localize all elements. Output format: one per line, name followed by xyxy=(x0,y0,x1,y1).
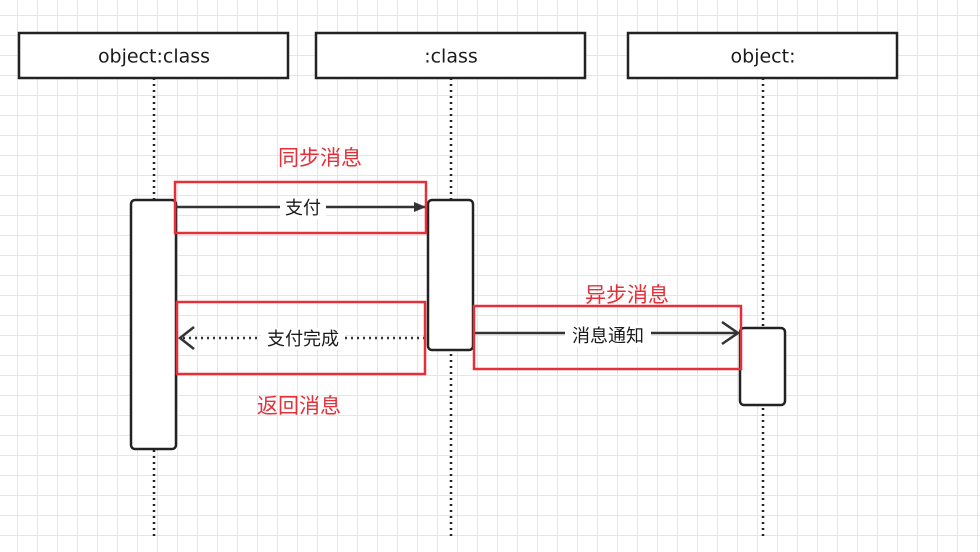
async-highlight-box xyxy=(472,304,743,371)
sync-highlight-box xyxy=(173,180,428,235)
sync-label-bg xyxy=(280,197,326,219)
participant-label: :class xyxy=(424,46,478,68)
participant-label: object:class xyxy=(98,46,210,68)
return-label-bg xyxy=(261,328,345,350)
return-arrowhead xyxy=(177,326,195,350)
participant-class[interactable]: :class xyxy=(314,31,587,80)
async-arrowhead xyxy=(721,320,741,346)
return-message-label: 支付完成 xyxy=(267,329,339,350)
participant-object[interactable]: object: xyxy=(626,31,899,80)
async-message-label: 消息通知 xyxy=(572,326,644,347)
activation-bar-object[interactable] xyxy=(738,326,787,407)
participant-label: object: xyxy=(731,46,796,68)
sync-message-label: 支付 xyxy=(285,198,321,219)
activation-bar-class[interactable] xyxy=(426,198,475,352)
sync-annotation: 同步消息 xyxy=(278,146,362,170)
return-annotation: 返回消息 xyxy=(257,394,341,418)
participant-object-class[interactable]: object:class xyxy=(17,31,290,80)
activation-bar-object-class[interactable] xyxy=(129,198,178,451)
async-label-bg xyxy=(565,325,651,347)
async-annotation: 异步消息 xyxy=(585,283,669,307)
return-highlight-box xyxy=(175,300,427,376)
